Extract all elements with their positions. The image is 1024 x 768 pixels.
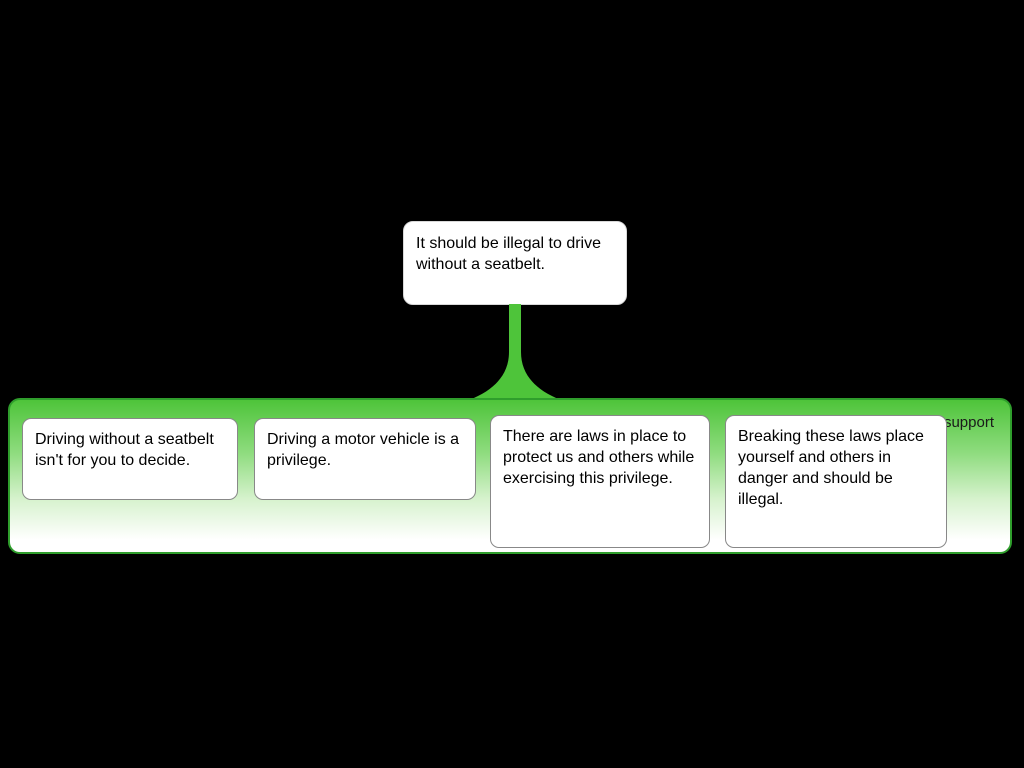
premise-node-2[interactable]: Driving a motor vehicle is a privilege. — [254, 418, 476, 500]
premise-node-1[interactable]: Driving without a seatbelt isn't for you… — [22, 418, 238, 500]
support-group-label: support — [943, 414, 994, 431]
claim-text: It should be illegal to drive without a … — [416, 235, 601, 274]
claim-node[interactable]: It should be illegal to drive without a … — [403, 221, 627, 305]
support-group[interactable]: support Driving without a seatbelt isn't… — [8, 398, 1012, 554]
support-connector — [469, 304, 561, 400]
premise-text-3: There are laws in place to protect us an… — [503, 428, 695, 488]
premise-text-2: Driving a motor vehicle is a privilege. — [267, 431, 460, 470]
premise-text-1: Driving without a seatbelt isn't for you… — [35, 431, 214, 470]
premise-node-4[interactable]: Breaking these laws place yourself and o… — [725, 415, 947, 548]
premise-text-4: Breaking these laws place yourself and o… — [738, 428, 924, 509]
premise-node-3[interactable]: There are laws in place to protect us an… — [490, 415, 710, 548]
